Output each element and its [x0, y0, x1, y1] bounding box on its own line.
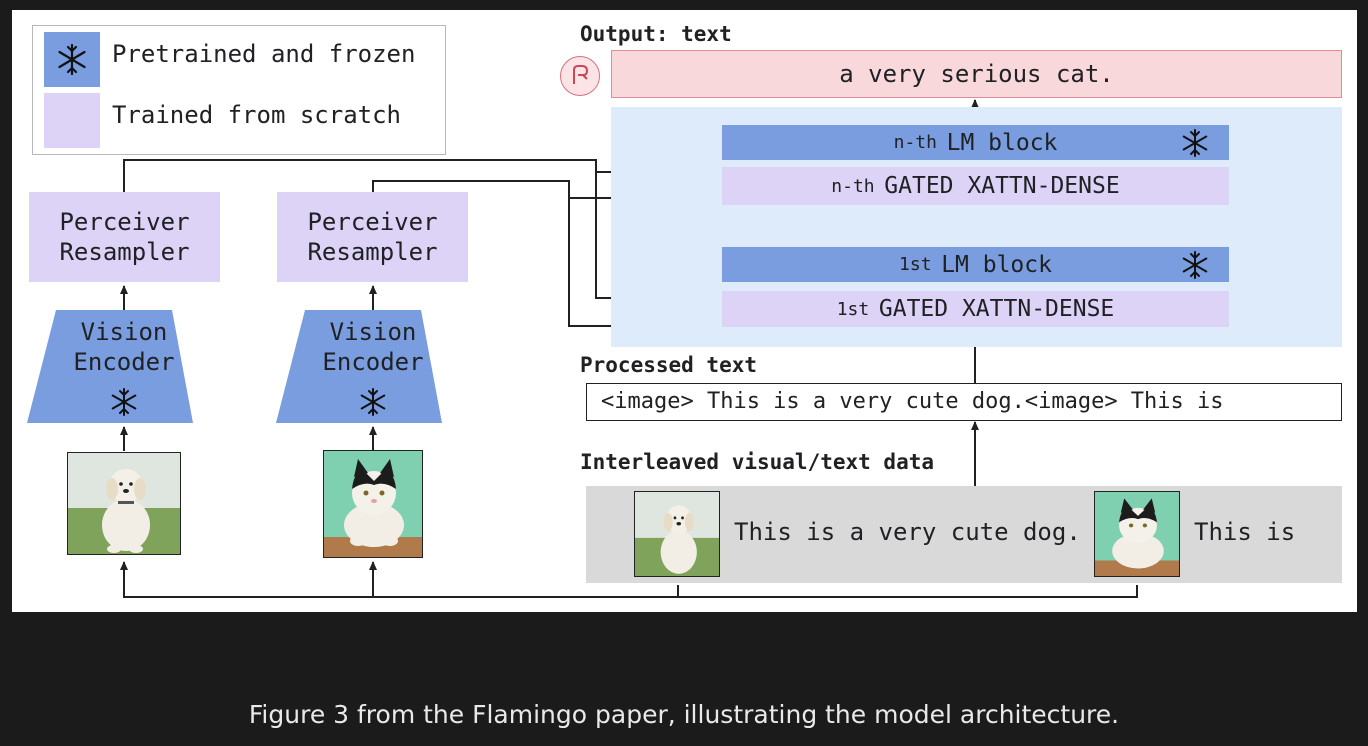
- vision-encoder-right-label: Vision Encoder: [286, 316, 460, 378]
- legend-trained-swatch: [44, 93, 100, 148]
- first-gated-prefix: 1st: [836, 298, 870, 320]
- legend-trained-label: Trained from scratch: [112, 101, 401, 129]
- encoder-right-line2: Encoder: [322, 348, 424, 376]
- first-gated-xattn-block: 1st GATED XATTN-DENSE: [722, 291, 1229, 327]
- interleaved-dog-image: [634, 491, 720, 577]
- perceiver-left-line2: Resampler: [59, 238, 190, 266]
- nth-gated-prefix: n-th: [831, 175, 875, 197]
- interleaved-heading: Interleaved visual/text data: [580, 450, 935, 474]
- snowflake-icon: [1179, 249, 1211, 281]
- cat-image: [323, 450, 423, 558]
- perceiver-resampler-right: Perceiver Resampler: [277, 192, 468, 282]
- nth-lm-label: LM block: [946, 129, 1058, 156]
- encoder-right-line1: Vision: [329, 318, 417, 346]
- legend: Pretrained and frozen Trained from scrat…: [32, 25, 446, 155]
- interleaved-text-2: This is: [1194, 518, 1296, 546]
- perceiver-right-line2: Resampler: [307, 238, 438, 266]
- output-heading: Output: text: [580, 22, 732, 46]
- nth-lm-prefix: n-th: [893, 132, 937, 153]
- legend-frozen-swatch: [44, 32, 100, 87]
- vision-encoder-left: [27, 310, 193, 423]
- first-lm-label: LM block: [941, 251, 1052, 278]
- vision-encoder-left-label: Vision Encoder: [37, 316, 211, 378]
- snowflake-icon: [1179, 127, 1211, 159]
- first-lm-prefix: 1st: [899, 254, 932, 275]
- interleaved-text-1: This is a very cute dog.: [734, 518, 1081, 546]
- nth-lm-block: n-th LM block: [722, 125, 1229, 160]
- processed-text-heading: Processed text: [580, 353, 758, 377]
- dog-image: [67, 452, 181, 555]
- interleaved-cat-image: [1094, 491, 1180, 577]
- perceiver-resampler-left: Perceiver Resampler: [29, 192, 220, 282]
- encoder-left-line1: Vision: [80, 318, 168, 346]
- perceiver-left-line1: Perceiver: [59, 208, 190, 236]
- encoder-left-line2: Encoder: [73, 348, 175, 376]
- output-text-box: a very serious cat.: [611, 50, 1342, 98]
- flamingo-architecture-figure: Pretrained and frozen Trained from scrat…: [12, 10, 1357, 612]
- first-gated-label: GATED XATTN-DENSE: [878, 296, 1115, 322]
- legend-frozen-label: Pretrained and frozen: [112, 40, 416, 68]
- snowflake-icon: [108, 386, 140, 418]
- arrow-cat-image-to-right-encoder: [369, 561, 1138, 598]
- flamingo-logo-icon: [560, 56, 600, 96]
- perceiver-right-line1: Perceiver: [307, 208, 438, 236]
- nth-gated-label: GATED XATTN-DENSE: [884, 173, 1120, 199]
- vision-encoder-right: [276, 310, 442, 423]
- snowflake-icon: [357, 386, 389, 418]
- snowflake-icon: [58, 43, 86, 76]
- first-lm-block: 1st LM block: [722, 247, 1229, 282]
- processed-text-box: <image> This is a very cute dog.<image> …: [586, 383, 1342, 421]
- nth-gated-xattn-block: n-th GATED XATTN-DENSE: [722, 167, 1229, 205]
- figure-caption: Figure 3 from the Flamingo paper, illust…: [248, 700, 1120, 729]
